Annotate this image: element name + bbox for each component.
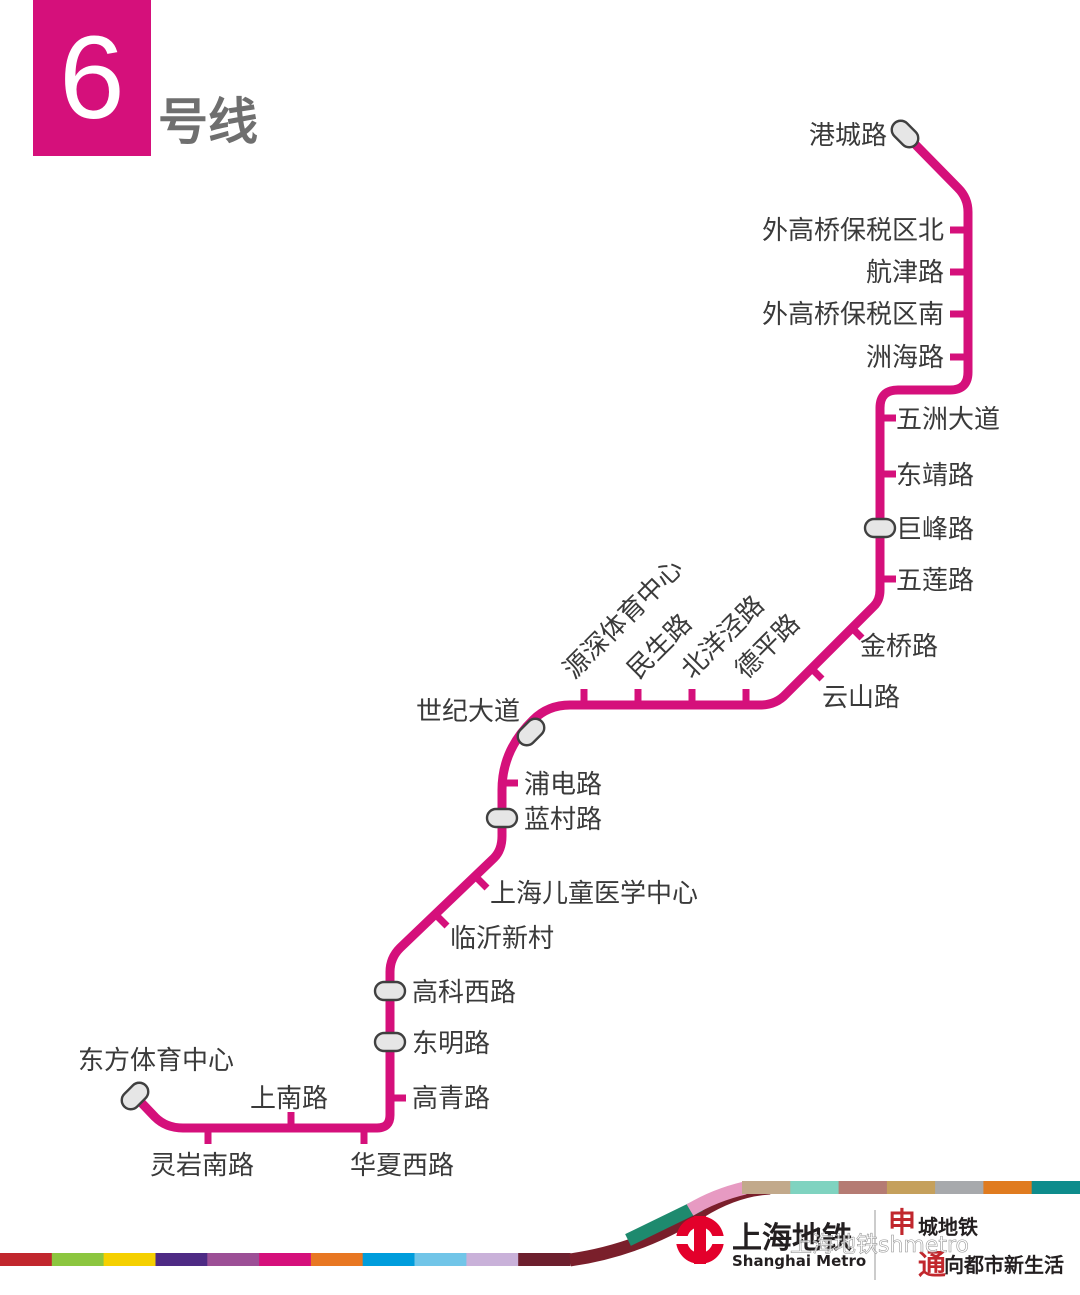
station-tick[interactable] [434, 913, 450, 929]
station-label-zhouhailu[interactable]: 洲海路 [866, 343, 944, 373]
station-label-gaokexilu[interactable]: 高科西路 [412, 978, 516, 1008]
station-label-lancunlu[interactable]: 蓝村路 [524, 805, 602, 835]
stripe-segment [362, 1253, 415, 1266]
stripe-segment [310, 1253, 364, 1266]
metro-logo-icon [676, 1216, 724, 1264]
station-label-lingyannanlu[interactable]: 灵岩南路 [150, 1151, 254, 1181]
stripe-segment [886, 1181, 936, 1194]
stripe-segment [259, 1253, 312, 1266]
station-label-wuzhoudadao[interactable]: 五洲大道 [896, 405, 1000, 435]
stripe-segment [1031, 1181, 1080, 1194]
slogan-line-2: 向都市新生活 [944, 1253, 1064, 1277]
station-label-wulianlu[interactable]: 五莲路 [896, 566, 974, 596]
station-label-hangjinlu[interactable]: 航津路 [866, 258, 944, 288]
stripe-segment [790, 1181, 840, 1194]
station-label-pudianlu[interactable]: 浦电路 [524, 770, 602, 800]
stripe-curve [686, 1181, 747, 1216]
stripe-segment [207, 1253, 260, 1266]
station-label-dongminglu[interactable]: 东明路 [412, 1029, 490, 1059]
interchange-station-icon[interactable] [863, 517, 897, 539]
station-label-gangchenglu[interactable]: 港城路 [809, 121, 887, 151]
stripe-segment [742, 1181, 791, 1194]
interchange-station-icon[interactable] [118, 1079, 152, 1113]
line-number: 6 [59, 12, 125, 144]
interchange-station-icon[interactable] [485, 807, 519, 829]
stripe-segment [155, 1253, 208, 1266]
interchange-station-icon[interactable] [888, 117, 922, 151]
slogan-line-1: 城地铁 [918, 1215, 978, 1239]
line-title-suffix: 号线 [158, 93, 258, 151]
stripe-segment [518, 1253, 571, 1266]
stripe-segment [983, 1181, 1033, 1194]
line-6-route [130, 129, 973, 1133]
station-label-huaxiaxilu[interactable]: 华夏西路 [350, 1151, 454, 1181]
logo-cn: 上海地铁 [732, 1221, 852, 1256]
station-label-yunshanlu[interactable]: 云山路 [822, 683, 900, 713]
footer: 上海地铁 Shanghai Metro 申 城地铁 通 向都市新生活 上海地铁s… [0, 1181, 1080, 1281]
station-label-shijidadao[interactable]: 世纪大道 [416, 697, 520, 727]
station-label-waigaoqiao-n[interactable]: 外高桥保税区北 [762, 216, 944, 246]
slogan-char-1: 申 [888, 1206, 916, 1239]
stripe-segment [935, 1181, 984, 1194]
stripe-segment [51, 1253, 105, 1266]
interchange-station-icon[interactable] [373, 980, 407, 1002]
station-label-dongfang[interactable]: 东方体育中心 [78, 1046, 234, 1076]
line-badge [33, 0, 151, 156]
line-color-stripes [0, 1181, 1080, 1267]
stripe-segment [103, 1253, 156, 1266]
station-tick[interactable] [809, 666, 825, 682]
logo-en: Shanghai Metro [732, 1252, 866, 1270]
station-label-dongjinglu[interactable]: 东靖路 [896, 461, 974, 491]
station-label-jufenglu[interactable]: 巨峰路 [896, 515, 974, 545]
stripe-segment [414, 1253, 467, 1266]
station-label-ertong[interactable]: 上海儿童医学中心 [490, 879, 698, 909]
stripe-segment [0, 1253, 53, 1266]
station-tick[interactable] [849, 625, 865, 641]
station-label-shangnanlu[interactable]: 上南路 [250, 1084, 328, 1114]
watermark-text: 上海地铁shmetro [790, 1233, 969, 1258]
interchange-station-icon[interactable] [514, 715, 548, 749]
interchange-station-icon[interactable] [373, 1031, 407, 1053]
station-label-waigaoqiao-s[interactable]: 外高桥保税区南 [762, 300, 944, 330]
slogan-char-2: 通 [918, 1248, 946, 1281]
station-label-linyixincun[interactable]: 临沂新村 [450, 924, 554, 954]
stripe-segment [838, 1181, 888, 1194]
station-label-jinqiaolu[interactable]: 金桥路 [860, 632, 938, 662]
stripe-segment [466, 1253, 519, 1266]
station-label-gaoqinglu[interactable]: 高青路 [412, 1084, 490, 1114]
station-tick[interactable] [474, 875, 490, 891]
